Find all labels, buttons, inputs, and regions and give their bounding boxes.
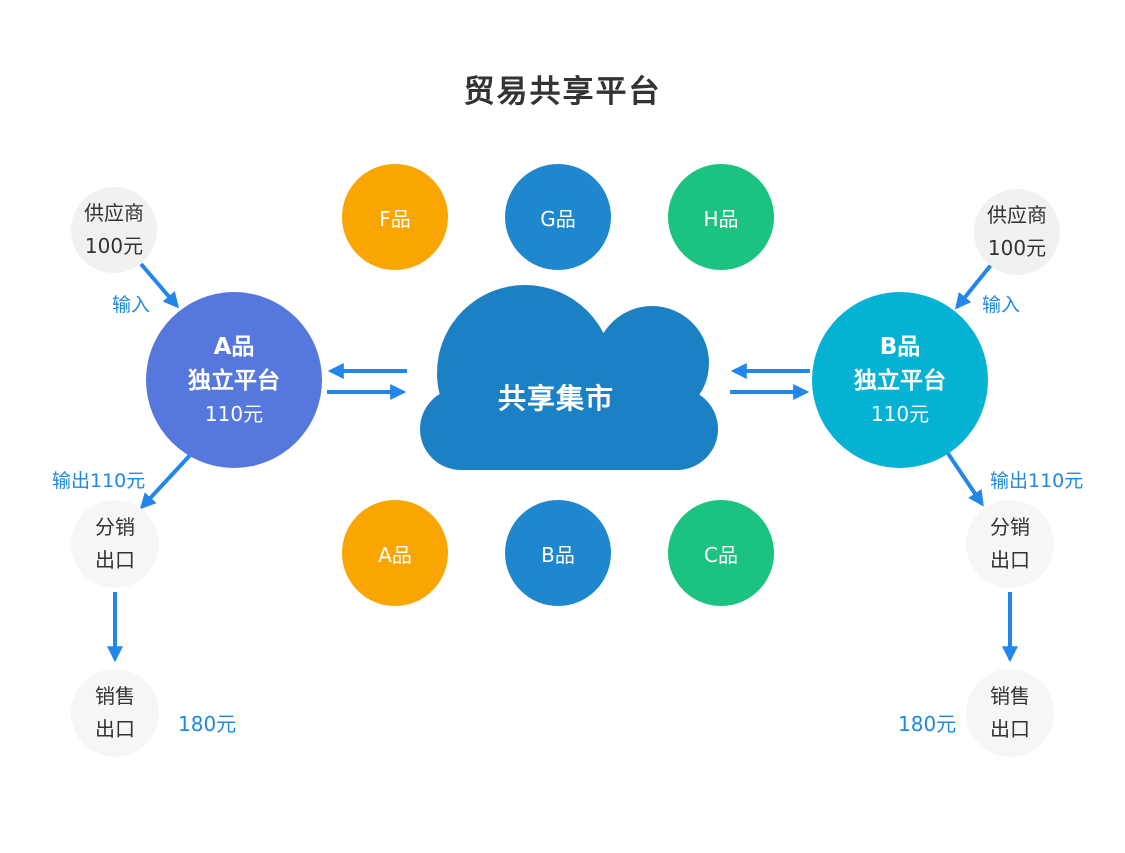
product-label: G品: [540, 206, 576, 231]
seller-node-left: 销售 出口: [71, 669, 159, 757]
product-label: C品: [704, 542, 738, 567]
product-label: A品: [378, 542, 412, 567]
sale-price-label-left: 180元: [178, 712, 237, 736]
product-label: F品: [379, 206, 411, 231]
distributor-line2: 出口: [990, 548, 1030, 572]
arrow-platform-to-distributor-right: [945, 450, 984, 507]
distributor-node-left: 分销 出口: [71, 500, 159, 588]
platform-node-b: B品 独立平台 110元: [812, 292, 988, 468]
supplier-price: 100元: [987, 236, 1047, 260]
seller-line1: 销售: [990, 684, 1030, 708]
seller-node-right: 销售 出口: [966, 669, 1054, 757]
product-node-g: G品: [505, 164, 611, 270]
arrow-supplier-to-platform-right: [954, 263, 993, 310]
distributor-node-right: 分销 出口: [966, 500, 1054, 588]
platform-price: 110元: [870, 402, 930, 426]
distributor-line1: 分销: [990, 515, 1030, 539]
supplier-name: 供应商: [84, 201, 144, 225]
platform-subtitle: 独立平台: [854, 368, 946, 394]
cloud-label: 共享集市: [497, 382, 614, 415]
supplier-node-right: 供应商 100元: [974, 189, 1060, 275]
seller-line2: 出口: [95, 717, 135, 741]
product-label: B品: [541, 542, 575, 567]
seller-line1: 销售: [95, 684, 135, 708]
product-node-h: H品: [668, 164, 774, 270]
output-label-left: 输出110元: [52, 470, 146, 492]
supplier-name: 供应商: [987, 203, 1047, 227]
platform-node-a: A品 独立平台 110元: [146, 292, 322, 468]
seller-line2: 出口: [990, 717, 1030, 741]
arrow-group: [107, 262, 1018, 663]
distributor-line1: 分销: [95, 515, 135, 539]
supplier-node-left: 供应商 100元: [71, 187, 157, 273]
distributor-line2: 出口: [95, 548, 135, 572]
platform-name: B品: [879, 334, 921, 360]
product-node-b: B品: [505, 500, 611, 606]
platform-price: 110元: [204, 402, 264, 426]
product-node-c: C品: [668, 500, 774, 606]
arrow-platform-to-distributor-left: [139, 450, 195, 510]
cloud-icon: [420, 285, 718, 470]
product-node-f: F品: [342, 164, 448, 270]
sale-price-label-right: 180元: [898, 712, 957, 736]
page-title: 贸易共享平台: [463, 74, 662, 110]
platform-subtitle: 独立平台: [188, 368, 280, 394]
input-label-left: 输入: [112, 294, 151, 316]
product-node-a: A品: [342, 500, 448, 606]
input-label-right: 输入: [982, 294, 1021, 316]
arrow-supplier-to-platform-left: [139, 262, 180, 309]
supplier-price: 100元: [84, 234, 144, 258]
platform-name: A品: [213, 334, 255, 360]
output-label-right: 输出110元: [990, 470, 1084, 492]
product-label: H品: [703, 206, 739, 231]
